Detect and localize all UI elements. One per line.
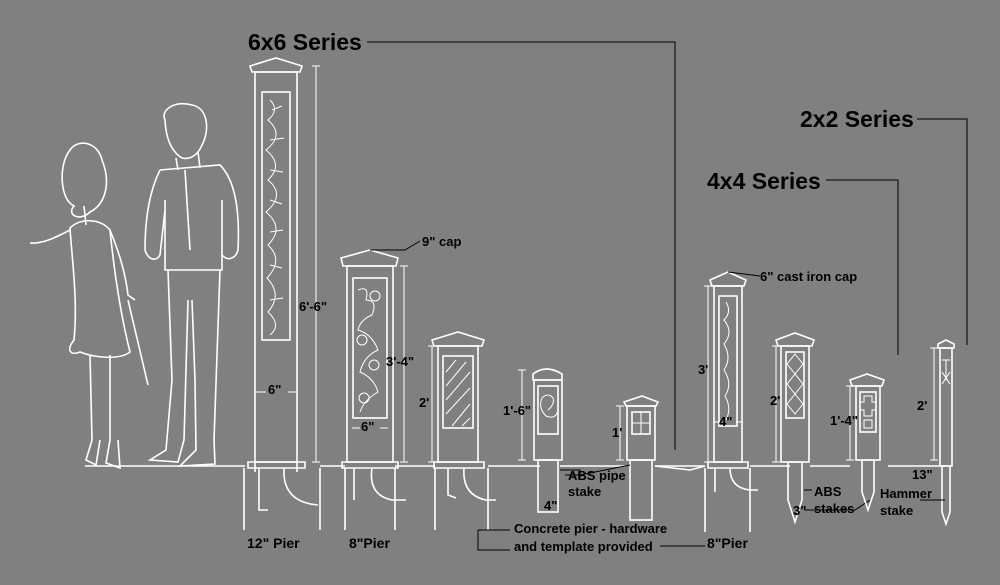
callout-abs-pipe-1: ABS pipe [568,468,626,483]
callout-abs-pipe-2: stake [568,484,601,499]
post-6x6-medium [340,249,399,469]
dimension-label-4in-stake: 4" [544,498,557,513]
dimension-label-3-4: 3'-4" [386,354,414,369]
dimension-6x6-medium [352,265,408,463]
callout-abs-stakes-1: ABS [814,484,842,499]
series-title-4x4: 4x4 Series [707,168,821,194]
dimension-label-4in: 4" [719,414,732,429]
dimension-4x4-short [846,385,854,461]
dimension-label-1-4: 1'-4" [830,413,858,428]
callout-abs-stakes-2: stakes [814,501,854,516]
post-4x4-tall [707,271,749,469]
pier-8in-a [344,467,406,530]
leader-2x2 [917,118,968,345]
callout-hammer-1: Hammer [880,486,932,501]
dimension-post-1-6 [518,369,526,461]
leader-6x6 [367,41,676,450]
dimension-label-6in-b: 6" [361,419,374,434]
dimension-6x6-short [428,345,436,463]
pier-label-8in-b: 8"Pier [707,535,748,551]
callout-9in-cap: 9" cap [422,234,461,249]
cap6-leader [727,271,761,277]
abs-pipe-leader [560,464,631,478]
dimension-2x2 [930,347,938,461]
series-title-6x6: 6x6 Series [248,29,362,55]
dimension-post-1 [616,405,624,461]
ground-step [654,465,706,471]
post-4x4-short [848,373,886,513]
callout-concrete-2: and template provided [514,539,653,554]
post-6x6-short [430,331,486,469]
dimension-label-3in-stake: 3" [793,503,806,518]
dimension-label-6in-a: 6" [268,382,281,397]
pier-6x6-short [434,467,496,530]
dimension-label-3: 3' [698,362,708,377]
callout-concrete-1: Concrete pier - hardware [514,521,667,536]
post-1-6-swirl [532,368,563,513]
woman-figure [29,142,149,470]
pier-8in-b [704,467,758,532]
post-4x4-medium [774,332,816,525]
post-2x2 [937,339,955,527]
dimension-6x6-tall [256,65,320,463]
pier-label-12in: 12" Pier [247,535,300,551]
man-figure [144,102,240,467]
post-6x6-tall [247,57,306,469]
concrete-leader [477,529,705,551]
leader-4x4 [826,179,899,355]
dimension-label-2-b: 2' [770,393,780,408]
dimension-4x4-medium [772,345,780,463]
callout-6in-cast-iron-cap: 6" cast iron cap [760,269,857,284]
dimension-label-1-a: 1' [612,425,622,440]
dimension-label-13in: 13" [912,467,933,482]
dimension-label-2-a: 2' [419,395,429,410]
pier-label-8in-a: 8"Pier [349,535,390,551]
pier-12in [243,462,321,530]
cap9-leader [370,240,421,251]
dimension-4x4-tall [704,285,742,463]
dimension-label-2-c: 2' [917,398,927,413]
series-title-2x2: 2x2 Series [800,106,914,132]
post-1-window [622,395,660,521]
dimension-label-6-6: 6'-6" [299,299,327,314]
dimension-label-1-6: 1'-6" [503,403,531,418]
callout-hammer-2: stake [880,503,913,518]
